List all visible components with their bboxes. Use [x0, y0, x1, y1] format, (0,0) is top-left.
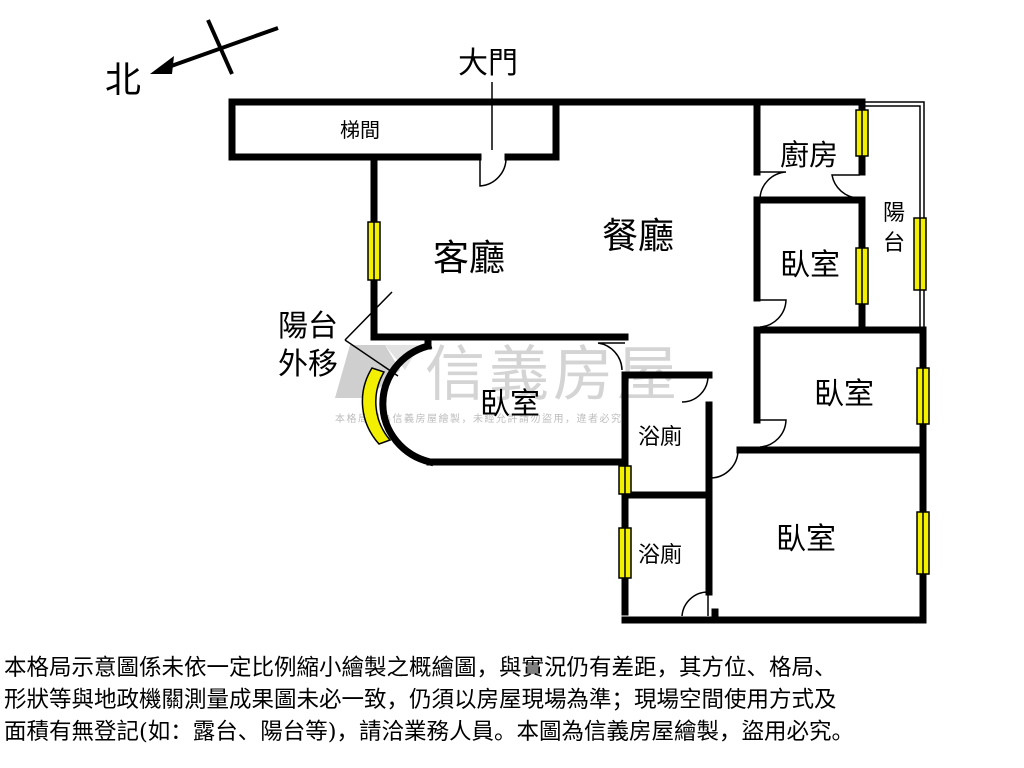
- compass-north-label: 北: [105, 60, 141, 101]
- compass-north-arrow: [159, 26, 279, 72]
- floor-plan: 信義房屋 本格局圖為信義房屋繪製，未經允許請勿盜用，違者必究 北: [105, 19, 930, 624]
- bath1-door: [681, 375, 709, 403]
- leaders: [344, 82, 493, 377]
- curved-window: [361, 367, 392, 445]
- bedroom-west-label: 臥室: [480, 387, 540, 422]
- kitchen-door-east: [831, 174, 860, 199]
- stairwell-label: 梯間: [340, 118, 380, 142]
- bedroom-north-label: 臥室: [780, 248, 840, 283]
- entrance-label: 大門: [458, 46, 518, 81]
- balcony-east-label-2: 台: [883, 231, 905, 256]
- room-labels: 大門 梯間 客廳 餐廳 廚房 陽 台 陽台 外移 臥室 臥室 臥室 臥室 浴廁 …: [278, 46, 905, 568]
- balcony-moved-leader-a: [344, 291, 393, 341]
- disclaimer: 本格局示意圖係未依一定比例縮小繪製之概繪圖，與實況仍有差距，其方位、格局、 形狀…: [4, 652, 1020, 748]
- bedroom-middle-label: 臥室: [814, 377, 874, 412]
- disclaimer-line-1: 本格局示意圖係未依一定比例縮小繪製之概繪圖，與實況仍有差距，其方位、格局、: [4, 655, 837, 681]
- balcony-moved-label-2: 外移: [278, 347, 338, 382]
- north-arrow-icon: [150, 56, 174, 74]
- watermark-notice: 本格局圖為信義房屋繪製，未經允許請勿盜用，違者必究: [335, 412, 623, 425]
- disclaimer-line-2: 形狀等與地政機關測量成果圖未必一致，仍須以房屋現場為準；現場空間使用方式及: [4, 687, 837, 713]
- bathroom-1-label: 浴廁: [638, 425, 682, 450]
- bathroom-2-label: 浴廁: [638, 543, 682, 568]
- balcony-moved-leader-b: [344, 339, 399, 377]
- kitchen-door-west: [757, 171, 787, 199]
- windows: [361, 109, 930, 579]
- disclaimer-line-3: 面積有無登記(如：露台、陽台等)，請洽業務人員。本圖為信義房屋繪製，盜用必究。: [4, 719, 855, 745]
- bath2-door: [681, 591, 709, 617]
- balcony-moved-label-1: 陽台: [278, 309, 338, 344]
- doors: [479, 156, 860, 617]
- bedroom-middle-door: [757, 419, 787, 448]
- bedroom-south-door: [710, 447, 739, 479]
- bedroom-north-door: [757, 299, 787, 328]
- entrance-door: [479, 156, 507, 187]
- compass: 北: [105, 19, 279, 101]
- bedroom-west-door: [597, 342, 625, 371]
- bedroom-south-label: 臥室: [776, 522, 836, 557]
- watermark: 信義房屋 本格局圖為信義房屋繪製，未經允許請勿盜用，違者必究: [335, 340, 677, 425]
- living-room-label: 客廳: [433, 238, 505, 279]
- balcony-east-label-1: 陽: [883, 201, 905, 226]
- dining-room-label: 餐廳: [602, 216, 674, 257]
- kitchen-label: 廚房: [780, 138, 838, 172]
